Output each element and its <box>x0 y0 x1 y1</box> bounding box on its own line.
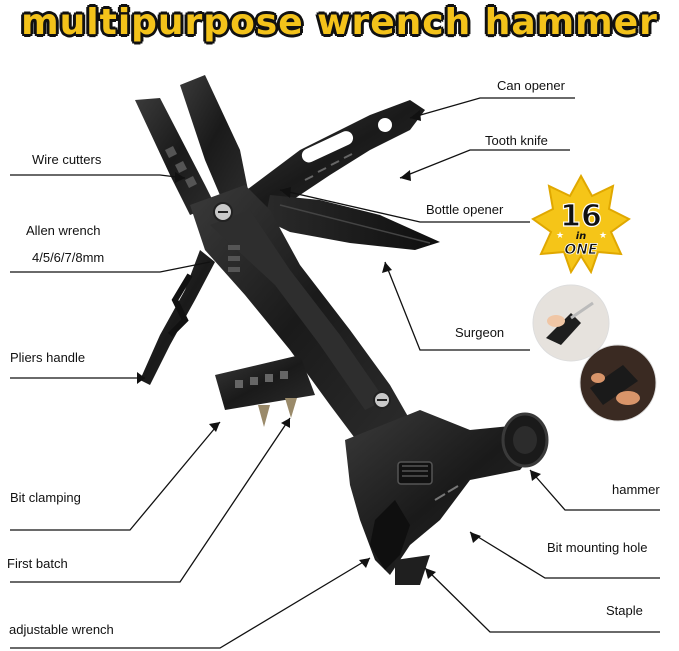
main-handle <box>190 185 410 445</box>
surgeon-detail-circle-1 <box>532 284 610 362</box>
label-allen-sizes: 4/5/6/7/8mm <box>32 250 105 265</box>
leader-lines <box>10 97 660 649</box>
label-adjustable-wrench: adjustable wrench <box>9 622 114 637</box>
label-bottle-opener: Bottle opener <box>426 202 504 217</box>
label-tooth-knife: Tooth knife <box>485 133 548 148</box>
leader-arrowheads <box>137 110 541 579</box>
label-bit-clamping: Bit clamping <box>10 490 81 505</box>
label-wire-cutters: Wire cutters <box>32 152 102 167</box>
knife-blade <box>265 195 440 250</box>
badge-number: 16 <box>560 199 602 234</box>
wrench-hammer-head <box>345 410 549 585</box>
label-allen-wrench: Allen wrench <box>26 223 101 238</box>
surgeon-detail-circle-2 <box>579 344 657 422</box>
page-title: multipurpose wrench hammer <box>21 2 658 43</box>
bit-holder <box>215 355 315 427</box>
label-pliers-handle: Pliers handle <box>10 350 86 365</box>
sixteen-in-one-badge: 16 in ONE ★ ★ <box>531 174 631 274</box>
pliers-handle-arm <box>140 250 215 385</box>
badge-in: in <box>576 231 587 242</box>
label-hammer: hammer <box>612 482 660 497</box>
badge-one: ONE <box>564 242 598 258</box>
star-icon: ★ <box>599 230 607 240</box>
label-first-batch: First batch <box>7 556 68 571</box>
plier-jaws <box>135 75 248 215</box>
label-staple: Staple <box>606 603 643 618</box>
label-can-opener: Can opener <box>497 78 565 93</box>
label-bit-mounting-hole: Bit mounting hole <box>547 540 648 555</box>
star-icon: ★ <box>556 230 564 240</box>
can-opener-arm <box>240 100 425 215</box>
label-surgeon: Surgeon <box>455 325 505 340</box>
